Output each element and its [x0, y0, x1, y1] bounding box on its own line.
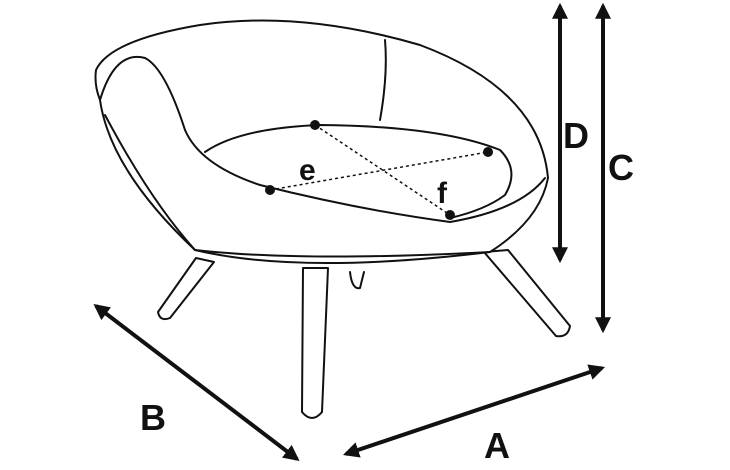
label-C: C [608, 147, 634, 188]
point-f-start [310, 120, 320, 130]
label-f: f [437, 177, 448, 210]
measure-line-e [269, 151, 489, 191]
chair-shell [94, 19, 549, 264]
point-e-end [483, 147, 493, 157]
label-B: B [140, 397, 166, 438]
point-e-start [265, 185, 275, 195]
label-A: A [484, 425, 510, 466]
label-D: D [563, 115, 589, 156]
arrow-A [342, 364, 606, 458]
seat-measurements: e f [265, 120, 493, 220]
point-f-end [445, 210, 455, 220]
dimension-arrows: D C B A [93, 2, 634, 466]
chair-legs [157, 249, 571, 419]
arrow-B [93, 304, 300, 461]
label-e: e [299, 154, 316, 187]
